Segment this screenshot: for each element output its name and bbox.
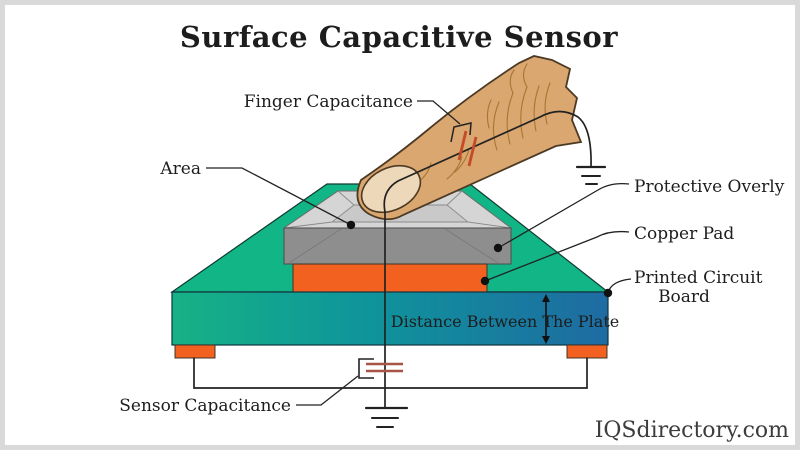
circuit-wires xyxy=(193,110,592,409)
overlay-front-bevel-right xyxy=(444,228,499,264)
sensor-capacitor-bracket xyxy=(358,358,374,379)
label-sensor-capacitance: Sensor Capacitance xyxy=(119,396,291,416)
overlay-front-bevel-left xyxy=(288,228,342,264)
distance-arrow xyxy=(542,294,550,344)
finger-illustration xyxy=(356,55,583,221)
sensor-capacitor-symbol xyxy=(358,358,403,379)
finger-ground-symbol xyxy=(575,165,607,185)
pointer-line-area xyxy=(206,167,352,226)
finger-capacitor-symbol xyxy=(450,122,478,167)
label-protective-overlay: Protective Overly xyxy=(634,177,785,197)
pcb-board-shape xyxy=(171,291,609,346)
feet-connection-wire xyxy=(193,357,588,389)
page-title: Surface Capacitive Sensor xyxy=(180,20,618,54)
tray-corner-line-tr xyxy=(446,190,463,206)
pointer-line-copper-pad xyxy=(484,230,630,282)
finger-capacitor-bracket xyxy=(450,122,472,143)
label-finger-capacitance: Finger Capacitance xyxy=(244,92,413,112)
label-distance-between-plate: Distance Between The Plate xyxy=(391,312,619,331)
tray-corner-line-bl xyxy=(283,221,333,229)
pointer-line-finger-capacitance xyxy=(417,100,461,125)
sensor-ground-symbol xyxy=(364,406,409,428)
label-printed-circuit-line2: Board xyxy=(658,287,710,307)
pcb-right-foot xyxy=(566,344,608,359)
finger-to-ground-wire xyxy=(383,110,592,409)
pointer-dot-copper-pad xyxy=(480,276,490,286)
label-area: Area xyxy=(159,159,201,179)
tray-corner-line-br xyxy=(467,221,512,229)
label-copper-pad: Copper Pad xyxy=(634,224,734,244)
pointer-dot-area xyxy=(346,220,356,230)
finger-wrinkle-lines xyxy=(420,63,551,181)
pointer-line-protective-overlay xyxy=(497,182,630,249)
protective-overlay-front xyxy=(283,227,512,265)
pcb-left-foot xyxy=(174,344,216,359)
watermark-text: IQSdirectory.com xyxy=(595,418,789,443)
tray-corner-line-tl xyxy=(337,190,355,206)
label-pointers xyxy=(206,100,632,406)
pointer-line-sensor-capacitance xyxy=(296,375,359,406)
copper-pad-shape xyxy=(292,263,488,293)
label-printed-circuit-line1: Printed Circuit xyxy=(634,268,763,288)
pointer-dot-protective-overlay xyxy=(493,243,503,253)
pointer-dot-pcb xyxy=(603,288,613,298)
